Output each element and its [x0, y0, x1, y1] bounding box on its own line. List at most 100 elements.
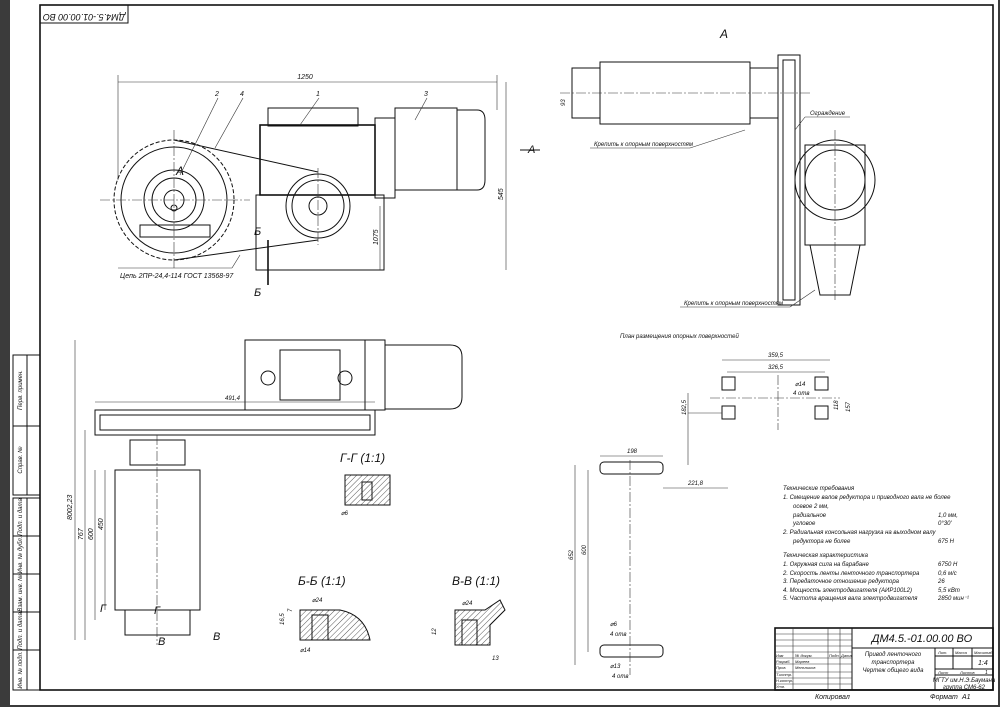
callout-2: 2: [214, 91, 219, 98]
dim-157: 157: [846, 401, 852, 412]
sheets-label: Листов: [959, 670, 975, 675]
section-gg: Г-Г (1:1) ⌀6: [340, 451, 391, 517]
section-g-marker-2: Г: [154, 605, 161, 617]
callout-4: 4: [240, 91, 244, 98]
dim-118: 118: [834, 400, 840, 410]
tech-req-title: Технические требования: [783, 486, 855, 492]
tech-req-item: 1. Смещение валов редуктора и приводного…: [783, 495, 951, 501]
nkontr-label: Н.контр.: [776, 678, 793, 683]
section-b-marker-2: Б: [254, 287, 261, 299]
bb-title: Б-Б (1:1): [298, 574, 346, 588]
tech-char-item: 2. Скорость ленты ленточного транспортер…: [782, 571, 920, 577]
section-vv: В-В (1:1) ⌀24 12 13: [432, 574, 506, 662]
side-stamp-label: Инв. № подл.: [17, 651, 24, 688]
dim-359-5: 359,5: [768, 353, 784, 359]
tech-req-value: 675 Н: [938, 539, 955, 545]
dim-8002-23: 8002,23: [67, 495, 74, 520]
sheet-label: Лист: [937, 670, 949, 675]
section-bb: Б-Б (1:1) ⌀24 ⌀14 16,5 7: [280, 574, 371, 654]
fix-note-bottom: Крепить к опорным поверхностям: [684, 301, 783, 307]
mass-label: Масса: [955, 650, 968, 655]
section-b-marker: Б: [254, 226, 261, 238]
callout-3: 3: [424, 91, 428, 98]
col-podp: Подп.: [829, 653, 840, 658]
format-value: А1: [961, 694, 971, 701]
title-block: ДМ4.5.-01.00.00 ВО Привод ленточного тра…: [774, 627, 996, 701]
callout-1: 1: [316, 91, 320, 98]
chain-note: Цепь 2ПР-24,4-114 ГОСТ 13568-97: [120, 273, 234, 280]
drawing-sheet: ДМ4.5.-01.00.00 ВО Перв. примен. Справ. …: [10, 0, 998, 705]
col-ndoc: № докум.: [795, 653, 813, 658]
scale-label: Масштаб: [974, 650, 993, 655]
plan-view: 491,4 8002,23 767 600 450 Г Г В В: [67, 339, 463, 648]
support-plan: План размещения опорных поверхностей 359…: [569, 333, 852, 680]
side-stamp-column: Перв. примен. Справ. № Подп. и дата Инв.…: [12, 354, 41, 691]
dim-1250: 1250: [297, 74, 313, 81]
tech-requirements: Технические требования 1. Смещение валов…: [782, 486, 969, 602]
side-stamp-label: Подп. и дата: [18, 498, 24, 536]
format-label: Формат: [930, 694, 958, 701]
dim-600: 600: [88, 528, 95, 540]
tech-char-value: 0,6 м/с: [938, 571, 957, 577]
dim-198: 198: [627, 449, 638, 455]
tech-req-item: угловое: [792, 521, 816, 527]
dim-221-8: 221,8: [687, 481, 704, 487]
dim-1075: 1075: [373, 229, 380, 245]
dim-d13: ⌀13: [610, 664, 621, 670]
vv-dim-13: 13: [492, 656, 499, 662]
bb-dim-7: 7: [288, 608, 294, 612]
dim-767: 767: [78, 527, 85, 540]
drawing-canvas: ДМ4.5.-01.00.00 ВО Перв. примен. Справ. …: [12, 4, 996, 701]
holes-4-a: 4 отв: [793, 391, 809, 397]
section-v-marker-2: В: [213, 631, 220, 643]
tech-req-value: 1,0 мм,: [938, 513, 958, 519]
tkontr-label: Т.контр.: [776, 672, 792, 677]
dim-d14: ⌀14: [795, 382, 806, 388]
drawing-name-1: Привод ленточного: [865, 652, 922, 658]
top-stamp-box: [39, 4, 129, 24]
prov-label: Пров.: [776, 665, 787, 670]
tech-req-item: редуктора не более: [792, 539, 851, 545]
title-block-code: ДМ4.5.-01.00.00 ВО: [870, 633, 973, 645]
lit-label: Лит.: [937, 650, 947, 655]
holes-4-b: 4 отв: [610, 632, 626, 638]
prov-name: Мельников: [795, 665, 815, 670]
col-data: Дата: [840, 653, 852, 658]
arrow-a-label: А: [527, 144, 535, 156]
tech-char-item: 5. Частота вращения вала электродвигател…: [783, 596, 918, 602]
sheets-count: 1: [985, 670, 988, 676]
dim-600b: 600: [582, 544, 588, 555]
dim-491-4: 491,4: [225, 396, 241, 402]
tech-char-value: 2850 мин⁻¹: [937, 596, 969, 602]
side-stamp-label: Взам. инв. №: [17, 574, 24, 612]
section-g-marker: Г: [100, 603, 107, 615]
dim-450: 450: [98, 518, 105, 530]
dim-93: 93: [561, 99, 567, 106]
view-a: А 93 Крепить к опорным поверхностям Огра…: [560, 27, 876, 308]
org-name: МГТУ им.Н.Э.Баумана: [933, 678, 996, 684]
section-v-marker: В: [158, 636, 165, 648]
copied-label: Копировал: [815, 694, 850, 701]
bb-dim-14: ⌀14: [300, 648, 311, 654]
view-a-title: А: [719, 27, 728, 41]
org-group: группа СМ6-62: [943, 685, 986, 691]
tech-char-item: 4. Мощность электродвигателя (АИР100L2): [783, 588, 912, 594]
side-stamp-label: Справ. №: [17, 446, 24, 474]
stamp-code-mirrored: ДМ4.5.-01.00.00 ВО: [43, 12, 126, 22]
holes-4-c: 4 отв: [612, 674, 628, 680]
razrab-label: Разраб.: [776, 659, 790, 664]
tech-char-item: 1. Окружная сила на барабане: [783, 562, 869, 568]
guard-note: Ограждение: [810, 111, 846, 117]
view-a-marker: А: [175, 164, 184, 178]
tech-char-value: 6750 Н: [938, 562, 958, 568]
utv-label: Утв.: [776, 684, 785, 689]
drawing-frame: [39, 4, 994, 691]
dim-326-5: 326,5: [768, 365, 784, 371]
dim-652: 652: [569, 549, 575, 560]
tech-req-item: осевое 2 мм,: [793, 504, 829, 510]
dim-182-5: 182,5: [682, 399, 688, 415]
tech-req-item: 2. Радиальная консольная нагрузка на вых…: [782, 530, 937, 536]
gg-title: Г-Г (1:1): [340, 451, 385, 465]
tech-char-title: Техническая характеристика: [783, 553, 869, 559]
scale-value: 1:4: [978, 660, 988, 667]
